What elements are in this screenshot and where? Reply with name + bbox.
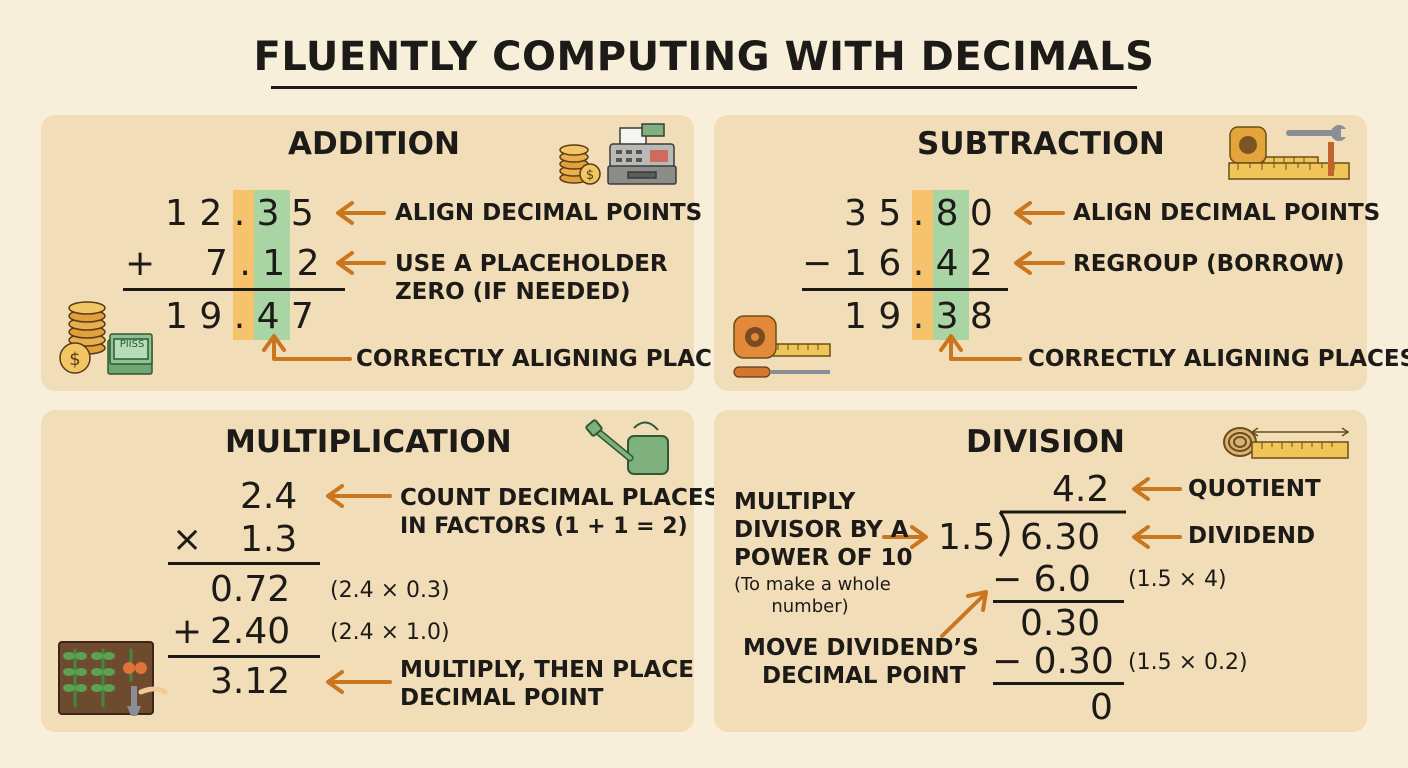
division-note-sub-2: number)	[771, 596, 849, 617]
multiplication-operator: ×	[172, 519, 203, 560]
addition-result: 1 9 . 4 7	[165, 296, 314, 337]
addition-note-placeholder-2: ZERO (IF NEEDED)	[395, 279, 631, 305]
multiplication-note-place-1: MULTIPLY, THEN PLACE	[400, 657, 694, 683]
division-note-move-1: MOVE DIVIDEND’S	[743, 635, 979, 661]
division-rule-2	[993, 682, 1124, 685]
ruler-icon	[1228, 142, 1350, 180]
division-step1-note: (1.5 × 4)	[1128, 567, 1227, 592]
svg-text:$: $	[586, 168, 594, 183]
division-remainder1: 0.30	[1020, 603, 1101, 644]
multiplication-product: 3.12	[210, 661, 291, 702]
subtraction-result: 1 9 . 3 8	[844, 296, 993, 337]
tape-measure-icon-2	[733, 315, 831, 359]
watering-can-icon	[585, 419, 669, 475]
division-note-multiply-2: DIVISOR BY A	[734, 517, 909, 543]
multiplication-partial2-operator: +	[172, 611, 203, 652]
subtraction-note-regroup: REGROUP (BORROW)	[1073, 251, 1345, 277]
division-note-move-2: DECIMAL POINT	[762, 663, 966, 689]
division-note-sub-1: (To make a whole	[734, 574, 891, 595]
subtraction-ones-column	[912, 190, 933, 340]
division-note-dividend: DIVIDEND	[1188, 523, 1316, 549]
multiplication-rule-2	[168, 655, 320, 658]
division-note-quotient: QUOTIENT	[1188, 476, 1321, 502]
garden-plot-icon	[58, 641, 168, 716]
division-step2-note: (1.5 × 0.2)	[1128, 650, 1248, 675]
addition-line1: 1 2 . 3 5	[165, 193, 314, 234]
multiplication-note-place-2: DECIMAL POINT	[400, 685, 604, 711]
rope-coil-icon	[1223, 427, 1257, 457]
division-title: DIVISION	[966, 424, 1125, 460]
multiplication-partial2: 2.40	[210, 611, 291, 652]
addition-rule	[123, 288, 345, 291]
subtraction-rule	[802, 288, 1008, 291]
svg-text:$: $	[69, 349, 80, 370]
division-divisor: 1.5	[938, 517, 996, 558]
multiplication-partial1-note: (2.4 × 0.3)	[330, 578, 450, 603]
multiplication-partial1: 0.72	[210, 569, 291, 610]
banknote-label: PIISS	[119, 339, 145, 350]
division-quotient: 4.2	[1052, 469, 1110, 510]
subtraction-tenths-column	[933, 190, 969, 340]
page-title: FLUENTLY COMPUTING WITH DECIMALS	[253, 34, 1155, 80]
coins-icon: $	[59, 301, 106, 374]
addition-note-align: ALIGN DECIMAL POINTS	[395, 200, 703, 226]
division-note-multiply-1: MULTIPLY	[734, 489, 856, 515]
subtraction-note-align: ALIGN DECIMAL POINTS	[1073, 200, 1381, 226]
subtraction-note-places: CORRECTLY ALIGNING PLACES	[1028, 346, 1408, 372]
wrench-icon	[1286, 125, 1349, 141]
multiplication-factor1: 2.4	[240, 476, 298, 517]
multiplication-factor2: 1.3	[240, 519, 298, 560]
subtraction-operator: −	[802, 243, 833, 284]
multiplication-note-count-1: COUNT DECIMAL PLACES	[400, 485, 721, 511]
screwdriver-icon	[733, 366, 830, 378]
addition-tenths-column	[254, 190, 290, 340]
multiplication-partial2-note: (2.4 × 1.0)	[330, 620, 450, 645]
subtraction-line1: 3 5 . 8 0	[844, 193, 993, 234]
addition-note-placeholder-1: USE A PLACEHOLDER	[395, 251, 668, 277]
addition-operator: +	[125, 243, 156, 284]
multiplication-rule-1	[168, 562, 320, 565]
multiplication-title: MULTIPLICATION	[225, 424, 512, 460]
cash-register-icon	[607, 123, 677, 185]
coin-stack-icon: $	[559, 144, 601, 185]
banknote-icon	[107, 333, 153, 375]
division-note-multiply-3: POWER OF 10	[734, 545, 913, 571]
subtraction-line2: 1 6 . 4 2	[844, 243, 993, 284]
addition-title: ADDITION	[288, 126, 460, 162]
addition-line2: 7 . 1 2	[205, 243, 320, 284]
division-panel	[714, 410, 1367, 732]
addition-ones-column	[233, 190, 254, 340]
multiplication-note-count-2: IN FACTORS (1 + 1 = 2)	[400, 514, 688, 539]
subtraction-title: SUBTRACTION	[917, 126, 1165, 162]
ruler-icon-2	[1250, 427, 1350, 459]
division-remainder2: 0	[1090, 687, 1113, 728]
title-underline	[271, 86, 1137, 89]
division-step2: − 0.30	[992, 641, 1114, 682]
division-rule-1	[993, 600, 1124, 603]
addition-note-places: CORRECTLY ALIGNING PLACES	[356, 346, 745, 372]
division-dividend: 6.30	[1020, 517, 1101, 558]
division-step1: − 6.0	[992, 559, 1091, 600]
